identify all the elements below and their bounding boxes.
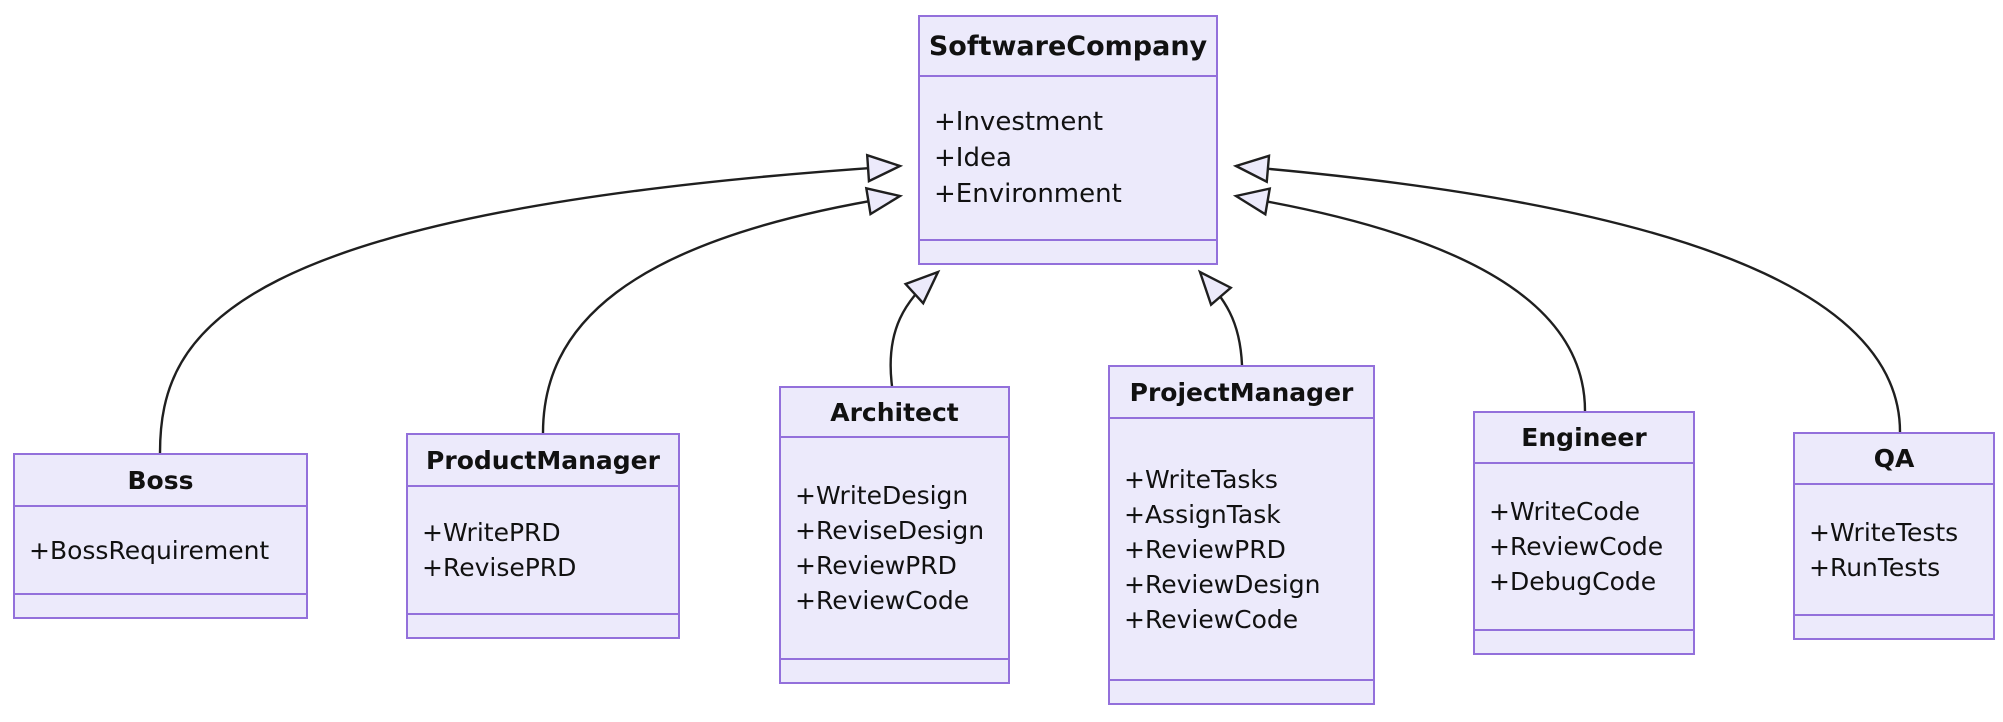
attribute-row: +Investment — [934, 107, 1104, 137]
attribute-row: +WriteTests — [1809, 517, 1959, 547]
attribute-row: +AssignTask — [1124, 499, 1281, 529]
class-methods-boss — [15, 595, 306, 617]
attribute-row: +WritePRD — [422, 518, 561, 547]
inheritance-arrowhead — [1232, 187, 1272, 217]
class-box-software-company[interactable]: SoftwareCompany +Investment +Idea +Environm… — [918, 15, 1218, 265]
edge-project-manager — [1199, 271, 1244, 366]
class-box-qa[interactable]: QA +WriteTests +RunTests — [1793, 432, 1995, 640]
attribute-row: +ReviewPRD — [795, 551, 957, 580]
attribute-row: +BossRequirement — [29, 535, 270, 565]
class-box-project-manager[interactable]: ProjectManager +WriteTasks +AssignTask +Rev… — [1108, 365, 1375, 705]
inheritance-arrowhead — [865, 153, 904, 183]
class-attributes-software-company: +Investment +Idea +Environment — [920, 77, 1216, 241]
class-box-product-manager[interactable]: ProductManager +WritePRD +RevisePRD — [406, 433, 680, 639]
class-attributes-product-manager: +WritePRD +RevisePRD — [408, 487, 678, 615]
class-methods-qa — [1795, 616, 1993, 638]
inheritance-arrowhead — [1197, 269, 1233, 307]
class-methods-engineer — [1475, 631, 1693, 653]
class-box-architect[interactable]: Architect +WriteDesign +ReviseDesign +Revie… — [779, 386, 1010, 684]
attribute-row: +ReviewCode — [795, 586, 970, 615]
class-box-boss[interactable]: Boss +BossRequirement — [13, 453, 308, 619]
attribute-row: +ReviewPRD — [1124, 534, 1286, 564]
attribute-row: +ReviewCode — [1489, 532, 1664, 561]
class-methods-architect — [781, 660, 1008, 682]
edge-architect — [889, 271, 939, 387]
attribute-row: +ReviseDesign — [795, 516, 985, 545]
class-name-engineer: Engineer — [1475, 413, 1693, 464]
attribute-row: +WriteCode — [1489, 497, 1640, 526]
class-methods-project-manager — [1110, 681, 1373, 703]
class-name-boss: Boss — [15, 455, 306, 507]
attribute-row: +RevisePRD — [422, 553, 577, 582]
class-name-architect: Architect — [781, 388, 1008, 438]
inheritance-arrowhead — [1232, 154, 1271, 184]
attribute-row: +WriteTasks — [1124, 464, 1278, 494]
class-name-product-manager: ProductManager — [408, 435, 678, 487]
class-attributes-project-manager: +WriteTasks +AssignTask +ReviewPRD +ReviewD… — [1110, 419, 1373, 681]
attribute-row: +ReviewCode — [1124, 604, 1299, 634]
attribute-row: +WriteDesign — [795, 481, 969, 510]
attribute-row: +DebugCode — [1489, 567, 1657, 596]
class-methods-software-company — [920, 241, 1216, 263]
attribute-row: +Idea — [934, 143, 1012, 173]
inheritance-arrowhead — [864, 186, 904, 216]
attribute-row: +Environment — [934, 179, 1122, 209]
class-name-project-manager: ProjectManager — [1110, 367, 1373, 419]
class-name-qa: QA — [1795, 434, 1993, 485]
inheritance-arrowhead — [903, 269, 941, 306]
class-name-software-company: SoftwareCompany — [920, 17, 1216, 77]
class-attributes-engineer: +WriteCode +ReviewCode +DebugCode — [1475, 464, 1693, 631]
attribute-row: +ReviewDesign — [1124, 569, 1321, 599]
attribute-row: +RunTests — [1809, 552, 1941, 582]
class-methods-product-manager — [408, 615, 678, 637]
class-box-engineer[interactable]: Engineer +WriteCode +ReviewCode +DebugCode — [1473, 411, 1695, 655]
class-attributes-qa: +WriteTests +RunTests — [1795, 485, 1993, 616]
class-attributes-boss: +BossRequirement — [15, 507, 306, 595]
class-attributes-architect: +WriteDesign +ReviseDesign +ReviewPRD +Revi… — [781, 438, 1008, 660]
